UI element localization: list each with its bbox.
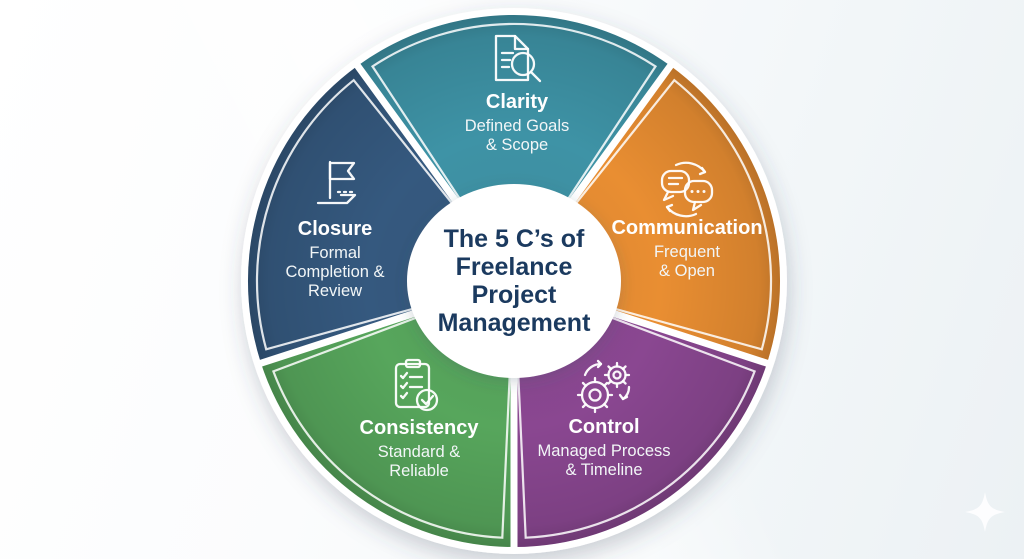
- center-title-line: The 5 C’s of: [444, 225, 585, 253]
- segment-title-communication: Communication: [611, 217, 762, 239]
- segment-title-closure: Closure: [298, 218, 372, 240]
- segment-subtitle-consistency: Standard &: [378, 443, 461, 461]
- segment-title-clarity: Clarity: [486, 91, 549, 113]
- chat-bubbles-icon: [660, 161, 714, 218]
- segment-subtitle-closure: Completion &: [285, 263, 384, 281]
- gears-icon: [576, 359, 631, 414]
- segment-subtitle-clarity: Defined Goals: [465, 117, 570, 135]
- segment-subtitle-control: Managed Process: [538, 442, 671, 460]
- flag-icon: [316, 160, 357, 205]
- center-title-line: Project: [472, 281, 557, 309]
- center-title-line: Management: [438, 309, 591, 337]
- segment-subtitle-consistency: Reliable: [389, 462, 449, 480]
- segment-title-control: Control: [568, 416, 639, 438]
- center-title: The 5 C’s of Freelance Project Managemen…: [438, 225, 591, 337]
- sparkle-icon: [965, 492, 1005, 532]
- segment-subtitle-clarity: & Scope: [486, 136, 548, 154]
- center-title-line: Freelance: [456, 253, 573, 281]
- document-search-icon: [494, 34, 542, 83]
- segment-subtitle-communication: & Open: [659, 262, 715, 280]
- center-hub: [407, 184, 621, 378]
- clipboard-check-icon: [394, 358, 439, 412]
- segment-subtitle-communication: Frequent: [654, 243, 720, 261]
- segment-subtitle-closure: Review: [308, 282, 362, 300]
- segment-subtitle-closure: Formal: [309, 244, 360, 262]
- segment-inset-outlines: [255, 22, 773, 539]
- segment-title-consistency: Consistency: [360, 417, 480, 439]
- segment-subtitle-control: & Timeline: [565, 461, 642, 479]
